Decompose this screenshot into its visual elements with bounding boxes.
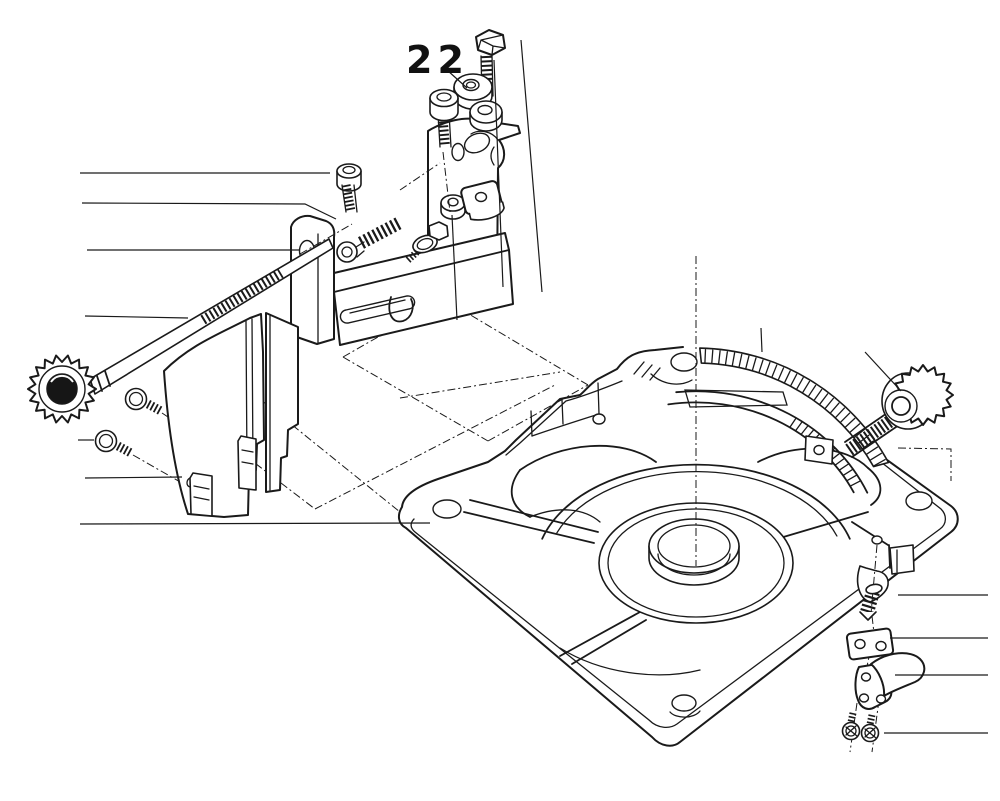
knurled-knob-right	[844, 364, 954, 458]
socket-screw-front	[336, 241, 365, 263]
pan-head-screw-left	[841, 712, 861, 741]
pan-head-screw-right	[860, 714, 880, 743]
thumb-screw-lower	[94, 429, 134, 457]
thumb-screws	[94, 387, 164, 457]
callout-leader-lines	[78, 39, 988, 734]
top-fasteners	[429, 29, 506, 148]
clamp-pocket	[851, 521, 915, 603]
thumb-screw-upper	[124, 387, 164, 415]
threaded-adjustment-rod	[27, 238, 334, 424]
hex-nut-lower	[469, 100, 503, 132]
clamp-block	[845, 627, 895, 661]
knurled-knob-left	[27, 354, 97, 424]
part-axis-dash-lines	[299, 151, 451, 255]
angle-scale-arc	[699, 347, 890, 468]
socket-screw-left	[336, 163, 362, 213]
part-number-label: 22	[406, 38, 469, 82]
chip-guard-cover	[163, 312, 299, 518]
hex-bolt-with-washer	[404, 221, 449, 264]
guard-clip-right	[237, 435, 257, 491]
compression-spring	[357, 217, 403, 249]
socket-head-cap-screw	[429, 88, 459, 148]
clamp-bracket	[290, 163, 514, 346]
latch-lever	[854, 652, 926, 710]
lower-right-parts	[841, 583, 926, 743]
hex-head-bolt	[475, 29, 506, 97]
spring-set-screw	[859, 583, 883, 621]
guard-clip-left	[186, 472, 213, 517]
hex-nut-small	[440, 194, 466, 220]
